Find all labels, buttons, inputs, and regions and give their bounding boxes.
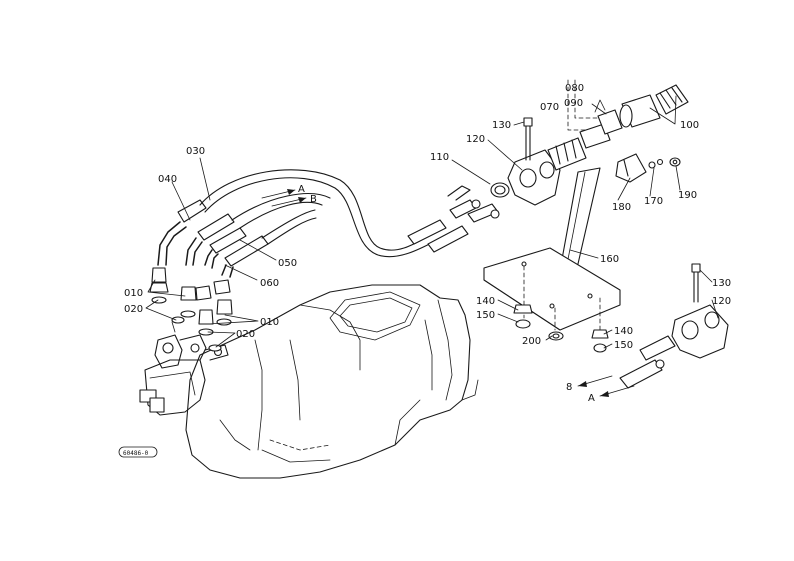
label-090: 090 [564,98,583,109]
bracket-160 [483,167,621,331]
label-030: 030 [186,146,205,157]
hydraulic-hoses [157,169,446,278]
diagram-code-stamp: 60486-0 [118,446,158,458]
label-050: 050 [278,258,297,269]
coupler-holder-bottom [619,263,729,389]
label-120-top: 120 [466,134,485,145]
label-110: 110 [430,152,449,163]
quick-couplers [547,79,689,171]
nuts-and-washers [513,304,609,353]
coupler-holder-top [490,117,561,206]
stamp-text: 60486-0 [123,450,149,457]
transmission-housing [185,284,479,479]
label-150-left: 150 [476,310,495,321]
hose-ends-110 [407,185,500,253]
label-130-top: 130 [492,120,511,131]
flow-markers-top: A B [261,184,317,207]
label-070: 070 [540,102,559,113]
label-120-right: 120 [712,296,731,307]
label-140-left: 140 [476,296,495,307]
label-190: 190 [678,190,697,201]
caps-180-190 [615,153,681,183]
label-200: 200 [522,336,541,347]
label-010-left: 010 [124,288,143,299]
marker-b-bottom: 8 [566,382,572,393]
label-020-left: 020 [124,304,143,315]
label-180: 180 [612,202,631,213]
part-labels: 030 040 050 060 010 020 010 020 110 120 … [124,83,731,351]
leader-lines [145,95,719,349]
label-040: 040 [158,174,177,185]
label-150-right: 150 [614,340,633,351]
label-010-right: 010 [260,317,279,328]
label-160: 160 [600,254,619,265]
label-100: 100 [680,120,699,131]
flow-markers-bottom: 8 A [566,375,635,404]
marker-a-bottom: A [588,393,595,404]
label-140-right: 140 [614,326,633,337]
marker-b-top: B [310,194,317,205]
fitting-group-left [149,267,233,352]
label-170: 170 [644,196,663,207]
label-060: 060 [260,278,279,289]
label-130-right: 130 [712,278,731,289]
marker-a-top: A [298,184,305,195]
control-valve [139,321,229,416]
label-020-right: 020 [236,329,255,340]
label-080: 080 [565,83,584,94]
